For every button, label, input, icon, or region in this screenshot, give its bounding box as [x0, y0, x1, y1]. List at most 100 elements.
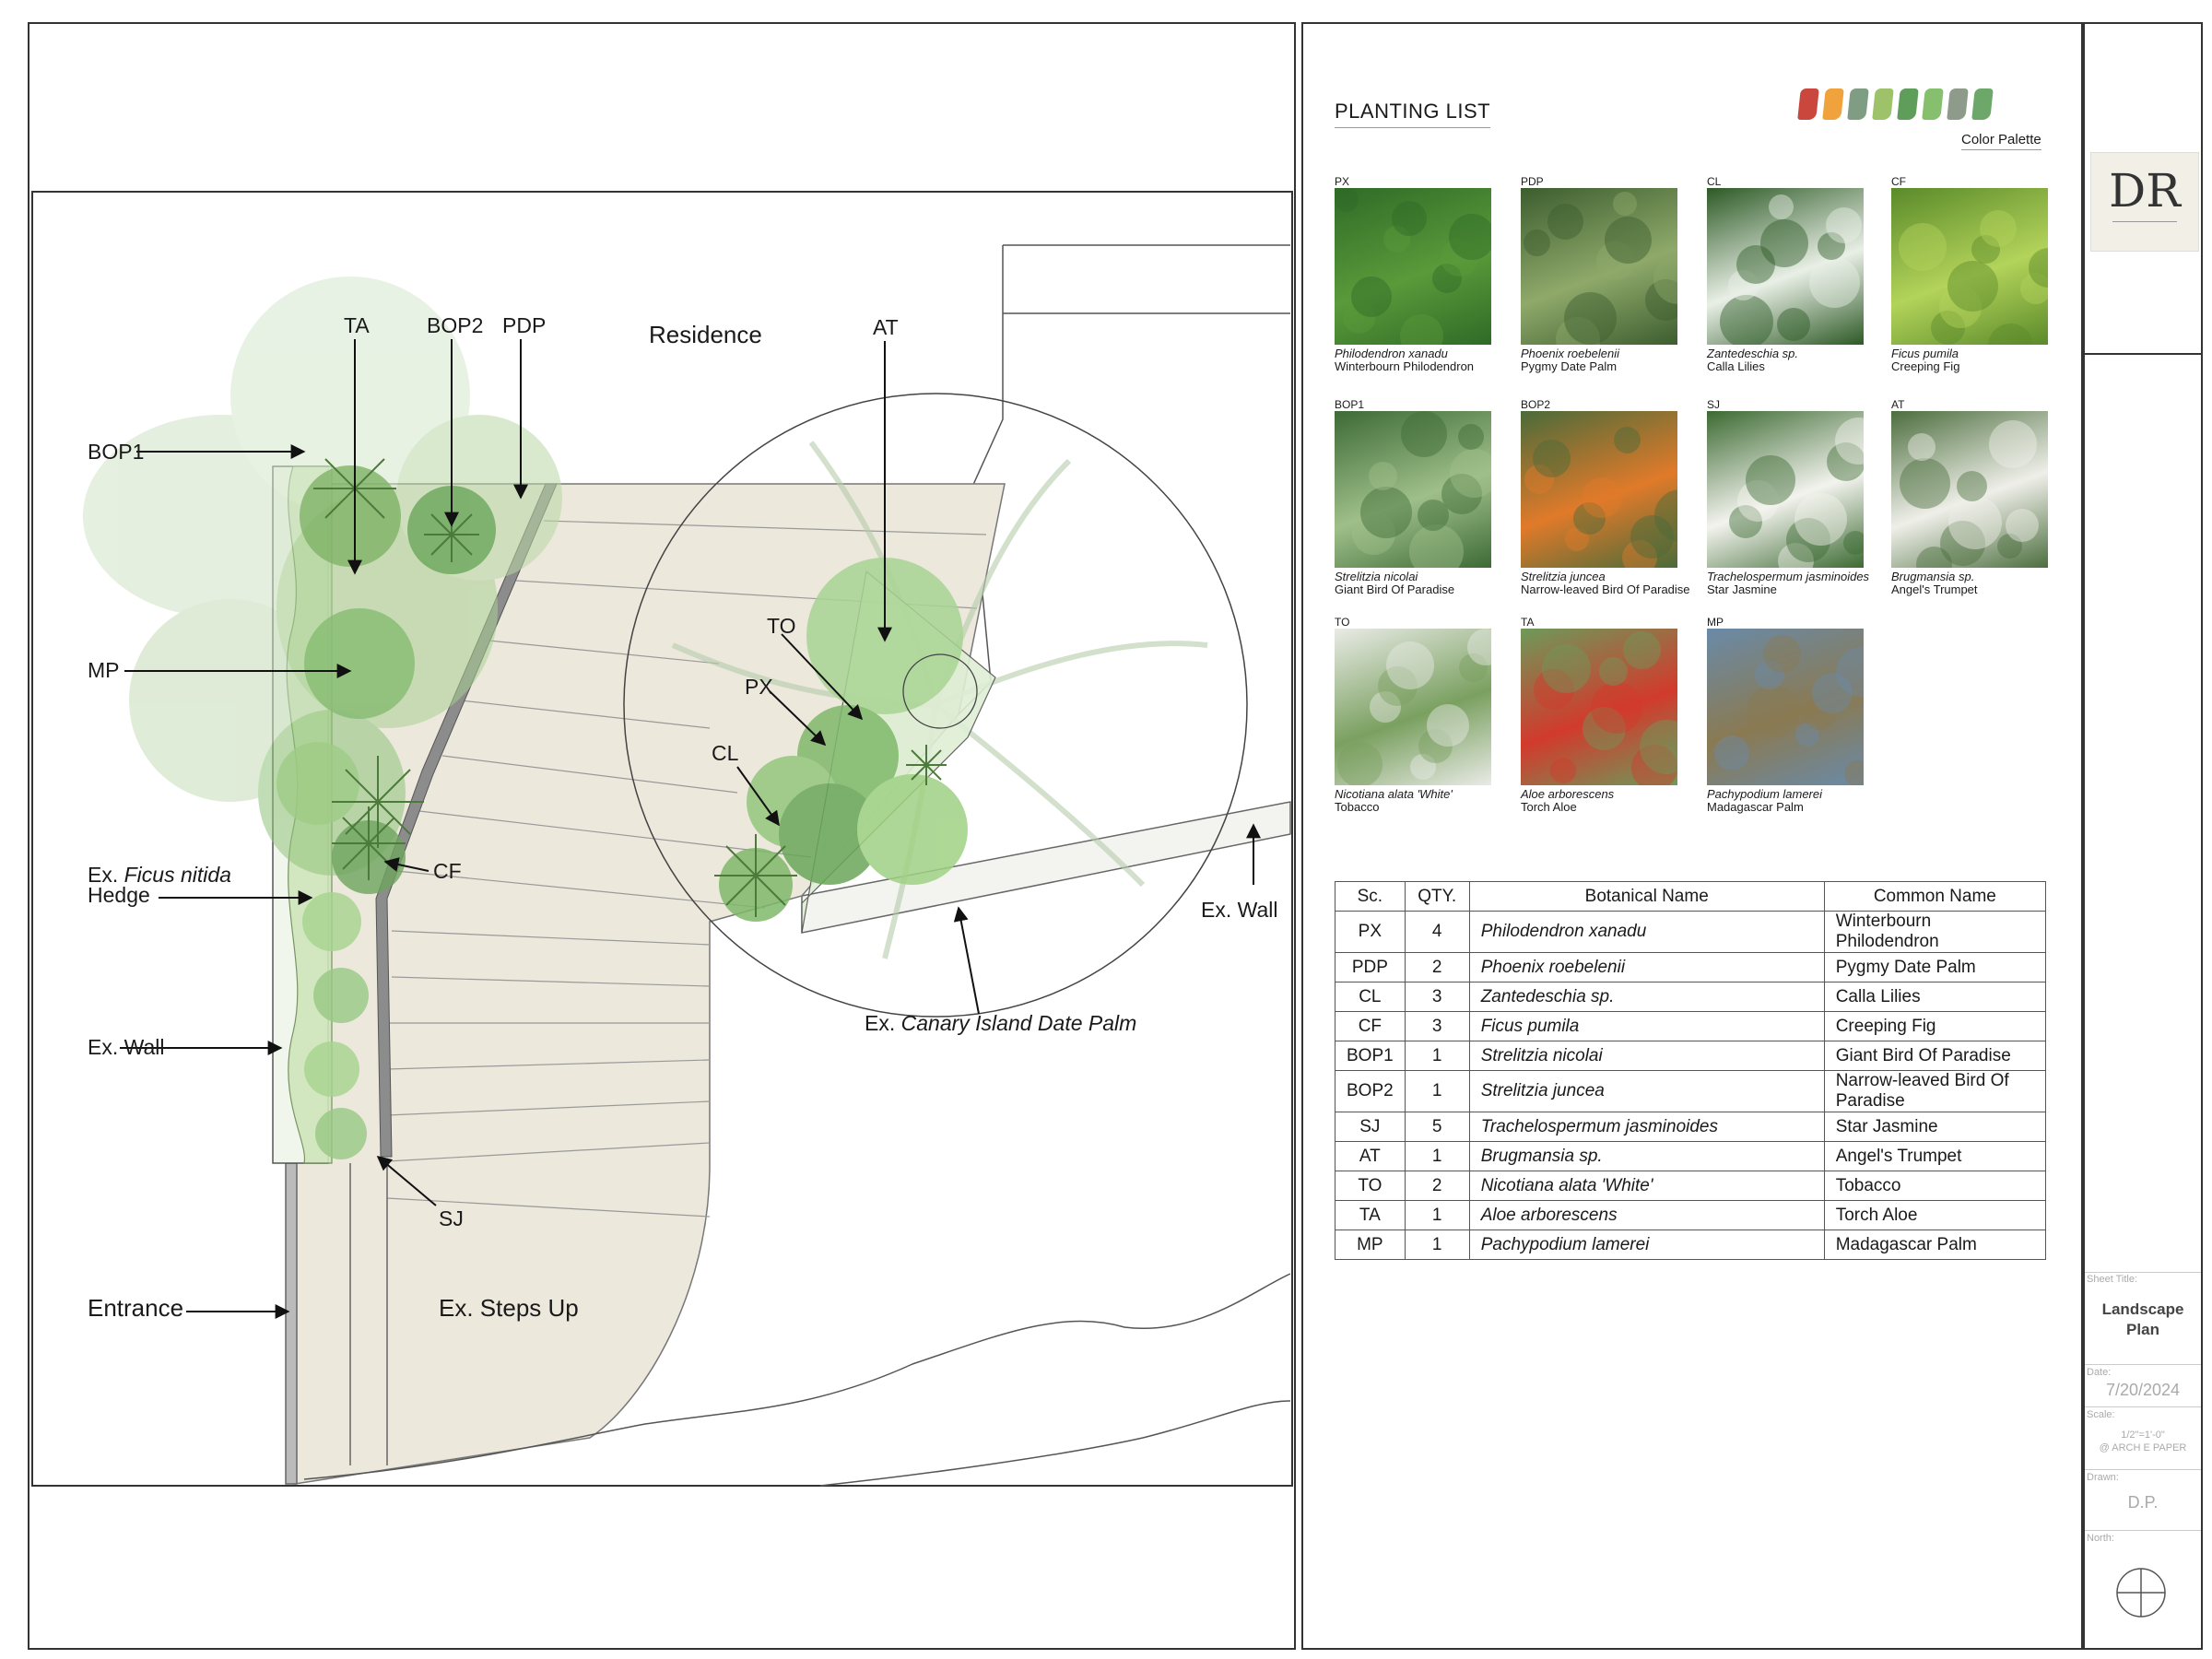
photo-texture [1432, 264, 1462, 293]
cell-qty: 2 [1404, 952, 1470, 982]
photo-texture [1623, 631, 1661, 669]
cell-qty: 3 [1404, 1011, 1470, 1041]
photo-texture [1844, 760, 1864, 785]
paving-joints [386, 520, 987, 1218]
plant-card-botanical: Pachypodium lamerei [1707, 787, 1823, 801]
photo-texture [1459, 653, 1488, 682]
photo-texture [1573, 502, 1606, 535]
landscape-plan-drawing [31, 191, 1293, 1487]
cell-sc: CL [1335, 982, 1406, 1012]
plant-photo [1335, 188, 1491, 345]
lower-boundary-1 [303, 1273, 1291, 1480]
label-canary-palm: Ex. Canary Island Date Palm [865, 1011, 1136, 1036]
north-label: North: [2087, 1533, 2114, 1544]
label-at: AT [873, 315, 899, 339]
label-cl: CL [712, 741, 739, 765]
logo-text: DR [2109, 164, 2181, 218]
photo-texture [1605, 217, 1652, 264]
photo-texture [1352, 512, 1395, 555]
label-steps: Ex. Steps Up [439, 1294, 579, 1322]
cell-common: Tobacco [1823, 1171, 2047, 1201]
photo-texture [1441, 239, 1478, 276]
photo-texture [1467, 629, 1491, 665]
photo-texture [1630, 515, 1674, 559]
photo-texture [1564, 292, 1617, 345]
plant-card-common: Star Jasmine [1707, 582, 1777, 596]
label-mp: MP [88, 658, 120, 682]
photo-texture [1565, 527, 1589, 551]
photo-texture [1450, 449, 1491, 498]
cell-common: Pygmy Date Palm [1823, 952, 2047, 982]
photo-texture [1809, 257, 1860, 308]
plant-card-botanical: Zantedeschia sp. [1707, 347, 1799, 360]
photo-texture [1640, 720, 1677, 774]
col-header-botanical: Botanical Name [1468, 881, 1825, 912]
photo-texture [1550, 758, 1576, 783]
photo-texture [1449, 214, 1491, 260]
title-block-frame [2081, 22, 2203, 1650]
photo-texture [1418, 729, 1453, 763]
photo-texture [1818, 232, 1845, 260]
photo-texture [1410, 754, 1436, 780]
cell-common: Calla Lilies [1823, 982, 2047, 1012]
cell-botanical: Philodendron xanadu [1468, 911, 1825, 953]
cell-sc: PX [1335, 911, 1406, 953]
photo-texture [1524, 229, 1550, 256]
photo-texture [1547, 204, 1583, 240]
cell-common: Creeping Fig [1823, 1011, 2047, 1041]
plant-card-botanical: Phoenix roebelenii [1521, 347, 1619, 360]
cell-qty: 1 [1404, 1200, 1470, 1230]
photo-texture [1392, 201, 1427, 236]
date-value: 7/20/2024 [2105, 1381, 2181, 1399]
ficus-hedge-word: Hedge [88, 883, 150, 907]
ficus-prefix: Ex. [88, 863, 119, 887]
photo-texture [1746, 455, 1795, 505]
cell-sc: BOP2 [1335, 1070, 1406, 1112]
photo-texture [1940, 521, 1985, 566]
label-ficus-hedge: Ex. Ficus nitida Hedge [88, 863, 231, 907]
plant-photo [1707, 411, 1864, 568]
cell-qty: 3 [1404, 982, 1470, 1012]
cell-sc: BOP1 [1335, 1041, 1406, 1071]
photo-texture [1335, 188, 1359, 212]
col-header-qty: QTY. [1404, 881, 1470, 912]
photo-texture [1728, 270, 1759, 300]
photo-texture [1737, 480, 1779, 522]
cell-botanical: Ficus pumila [1468, 1011, 1825, 1041]
label-ex-wall-right: Ex. Wall [1201, 898, 1278, 922]
photo-texture [1400, 314, 1443, 345]
cell-sc: TA [1335, 1200, 1406, 1230]
cell-qty: 2 [1404, 1171, 1470, 1201]
photo-texture [1343, 301, 1375, 334]
photo-texture [1899, 223, 1947, 271]
planting-list-title: PLANTING LIST [1335, 100, 1491, 128]
photo-texture [1542, 644, 1591, 693]
cell-botanical: Strelitzia nicolai [1468, 1041, 1825, 1071]
photo-texture [1763, 635, 1801, 673]
cell-common: Winterbourn Philodendron [1823, 911, 2047, 953]
plant-card-code: MP [1707, 616, 1724, 629]
table-header-row: Sc. QTY. Botanical Name Common Name [1335, 881, 2047, 912]
sheet-title-line2: Plan [2126, 1321, 2159, 1338]
plant-card-common: Torch Aloe [1521, 800, 1577, 814]
title-block-divider-4 [2085, 1406, 2201, 1407]
cell-botanical: Brugmansia sp. [1468, 1141, 1825, 1171]
palm-canopy-circle [623, 393, 1248, 1018]
color-palette-label: Color Palette [1961, 132, 2041, 150]
photo-texture [1351, 276, 1392, 317]
logo-rule [2112, 221, 2177, 222]
photo-texture [1804, 698, 1836, 730]
sheet-title-value: Landscape Plan [2085, 1300, 2201, 1340]
plant-card-code: PX [1335, 175, 1350, 188]
